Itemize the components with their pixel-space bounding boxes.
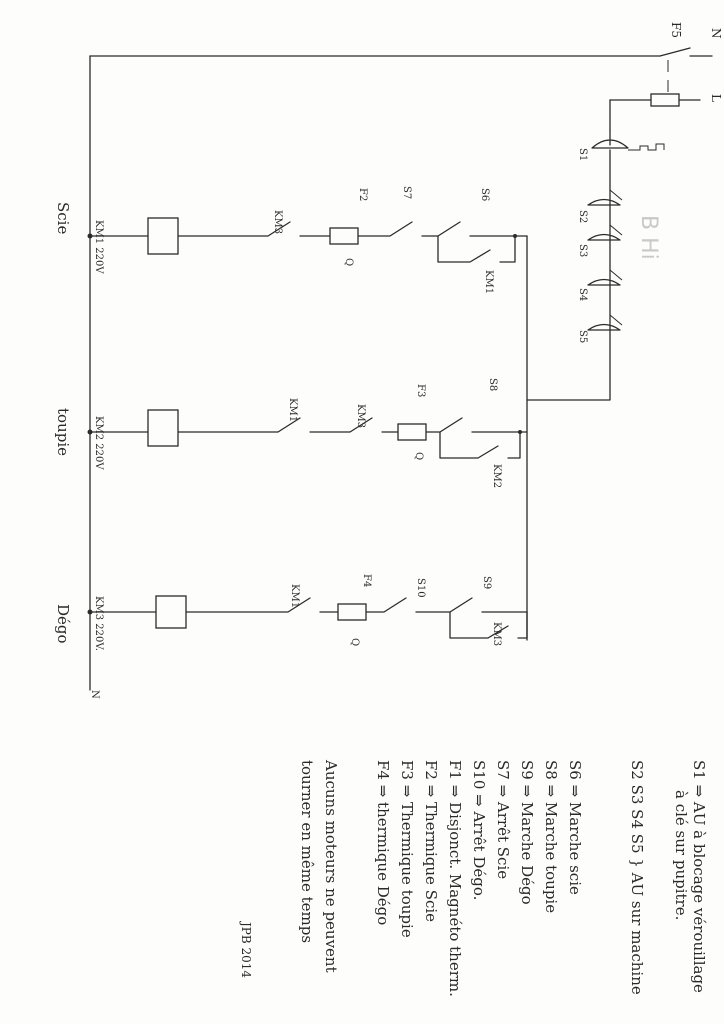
label-thermal-f2: F2	[357, 188, 368, 201]
label-start-s9: S9	[481, 576, 492, 589]
self-hold-km1	[437, 235, 516, 263]
label-interlock-km1-b3: KM1	[289, 584, 300, 608]
branch-scie-node	[87, 233, 93, 239]
supply-wiring	[89, 47, 713, 691]
label-s5: S5	[577, 330, 588, 343]
branch-dego	[87, 595, 528, 639]
self-hold-km2-node	[518, 430, 522, 434]
label-l-top: L	[709, 94, 723, 102]
legend-line-5: S8 ⇒ Marche toupie	[542, 760, 560, 913]
coil-km1	[147, 217, 179, 255]
legend-line-11: F3 ⇒ Thermique toupie	[398, 760, 416, 938]
branch-scie	[87, 217, 528, 263]
label-motor-toupie: toupie	[54, 408, 72, 456]
branch-toupie	[87, 409, 528, 459]
stop-contact-ticks	[609, 189, 623, 326]
label-stop-s7: S7	[401, 186, 412, 199]
legend-line-3: S2 S3 S4 S5 } AU sur machine	[628, 760, 646, 995]
legend-line-10: F2 ⇒ Thermique Scie	[422, 760, 440, 922]
coil-km3	[155, 595, 187, 629]
legend-line-1: S1 ⇒ AU à blocage vérouillage	[690, 760, 708, 993]
coil-km2	[147, 409, 179, 447]
s4-emergency-stop	[587, 278, 621, 286]
label-motor-scie: Scie	[54, 202, 72, 234]
s1-emergency-stop	[591, 129, 629, 149]
label-thermal-f3: F3	[415, 384, 426, 397]
label-thermal-f3-sub: Q	[413, 452, 424, 460]
s2-emergency-stop	[587, 198, 621, 206]
legend-line-12: F4 ⇒ thermique Dégo	[374, 760, 392, 925]
legend-line-6: S9 ⇒ Marche Dégo	[518, 760, 536, 905]
label-f5: F5	[669, 22, 683, 38]
branch-scie-wire	[89, 221, 528, 237]
branch-toupie-wire	[89, 417, 528, 433]
label-start-s8: S8	[487, 378, 498, 391]
label-n-bottom: N	[89, 690, 100, 699]
label-interlock-km1-b2: KM1	[287, 398, 298, 422]
label-interlock-km3-b2: KM3	[355, 404, 366, 428]
label-thermal-f4: F4	[361, 574, 372, 587]
thermal-f4	[337, 603, 367, 621]
self-hold-km2	[439, 431, 521, 459]
legend-line-4: S6 ⇒ Marche scie	[566, 760, 584, 895]
label-motor-dego: Dégo	[54, 604, 72, 644]
thermal-f2	[329, 227, 359, 245]
s1-key-icon	[628, 143, 665, 151]
label-s4: S4	[577, 288, 588, 301]
label-stop-s10: S10	[415, 578, 426, 598]
schematic-labels: F5 N L S1 S2 S3 S4 S5 Scie KM1 220V KM3 …	[54, 22, 723, 699]
label-n-top: N	[709, 28, 723, 39]
label-self-hold-km3: KM3	[491, 622, 502, 646]
legend-line-13: Aucuns moteurs ne peuvent	[322, 759, 340, 973]
legend: S1 ⇒ AU à blocage vérouillage à clé sur …	[239, 759, 708, 997]
label-start-s6: S6	[479, 188, 490, 201]
start-chain-line	[526, 149, 611, 401]
f5-switch	[659, 47, 713, 57]
s3-emergency-stop	[587, 233, 621, 241]
label-self-hold-km2: KM2	[491, 464, 502, 488]
label-s2: S2	[577, 210, 588, 223]
legend-line-8: S10 ⇒ Arrêt Dégo.	[470, 760, 488, 900]
label-coil-km1: KM1 220V	[93, 220, 104, 274]
s5-emergency-stop	[587, 323, 621, 331]
faint-mark: B Hi	[636, 215, 661, 260]
label-thermal-f4-sub: Q	[349, 638, 360, 646]
legend-line-2: à clé sur pupitre.	[672, 790, 690, 920]
label-thermal-f2-sub: Q	[343, 258, 354, 266]
branch-toupie-node	[87, 429, 93, 435]
label-coil-km3: KM3 220V.	[93, 596, 104, 651]
fuse-f1	[650, 93, 680, 107]
label-self-hold-km1: KM1	[483, 270, 494, 294]
signature: JPB 2014	[239, 920, 253, 978]
label-interlock-km3-b1: KM3	[272, 210, 283, 234]
legend-line-14: tourner en même temps	[298, 760, 316, 943]
self-hold-km3	[449, 611, 528, 639]
branch-dego-wire	[89, 597, 528, 613]
legend-line-9: F1 ⇒ Disjonct. Magnéto therm.	[446, 760, 464, 997]
thermal-f3	[397, 423, 427, 441]
self-hold-km1-node	[513, 234, 517, 238]
label-s3: S3	[577, 244, 588, 257]
legend-line-7: S7 ⇒ Arrêt Scie	[494, 760, 512, 879]
branch-dego-node	[87, 609, 93, 615]
label-s1: S1	[577, 148, 588, 161]
label-coil-km2: KM2 220V	[93, 416, 104, 470]
